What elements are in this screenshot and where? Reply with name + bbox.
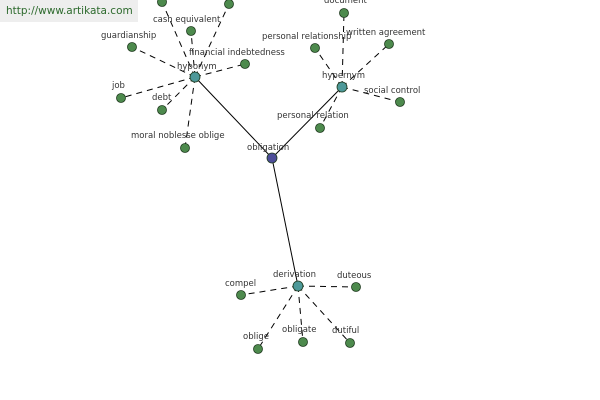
edge-obligation-derivation [271,157,299,287]
label-moral-noblesse-oblige[interactable]: moral noblesse oblige [131,131,225,141]
node-leaf-top-1[interactable] [157,0,167,7]
label-job[interactable]: job [111,81,125,91]
node-leaf-top-2[interactable] [224,0,234,9]
label-obligate[interactable]: obligate [282,325,317,335]
edge-derivation-obligate [297,285,304,343]
label-hyponym[interactable]: hyponym [177,62,217,72]
node-oblige[interactable] [253,344,263,354]
label-personal-relation[interactable]: personal relation [277,111,349,121]
label-obligation[interactable]: obligation [247,143,289,153]
label-social-control[interactable]: social control [364,86,420,96]
node-moral-noblesse-oblige[interactable] [180,143,190,153]
node-personal-relation[interactable] [315,123,325,133]
node-hypernym[interactable] [336,81,348,93]
graph-labels: cash equivalent guardianship financial ind… [101,0,426,342]
edge-hypernym-personal-relation [319,86,343,129]
label-document[interactable]: document [324,0,368,6]
edge-hyponym-financial-indebtedness [194,63,246,78]
node-cash-equivalent[interactable] [186,26,196,36]
edge-hyponym-leaf-top-2 [194,3,230,78]
node-dutiful[interactable] [345,338,355,348]
label-personal-relationship[interactable]: personal relationship [262,32,351,42]
watermark-link[interactable]: http://www.artikata.com [6,5,133,17]
edge-obligation-hypernym [271,86,343,159]
node-compel[interactable] [236,290,246,300]
graph-edges [120,1,401,350]
edge-derivation-compel [240,285,299,296]
edge-hyponym-job [120,76,196,99]
edge-hypernym-social-control [341,86,401,103]
label-compel[interactable]: compel [225,279,256,289]
edge-hyponym-leaf-top-1 [161,1,196,78]
edge-hyponym-guardianship [131,46,196,78]
label-derivation[interactable]: derivation [273,270,316,280]
node-written-agreement[interactable] [384,39,394,49]
node-guardianship[interactable] [127,42,137,52]
node-debt[interactable] [157,105,167,115]
node-financial-indebtedness[interactable] [240,59,250,69]
node-social-control[interactable] [395,97,405,107]
edge-derivation-dutiful [297,285,351,344]
edge-hypernym-personal-relationship [314,47,343,88]
edge-hyponym-debt [161,76,196,111]
label-written-agreement[interactable]: written agreement [346,28,426,38]
label-hypernym[interactable]: hypernym [322,71,365,81]
edge-obligation-hyponym [194,76,273,159]
label-financial-indebtedness[interactable]: financial indebtedness [189,48,285,58]
node-personal-relationship[interactable] [310,43,320,53]
node-job[interactable] [116,93,126,103]
edge-hypernym-document [341,12,345,88]
label-guardianship[interactable]: guardianship [101,31,156,41]
label-cash-equivalent[interactable]: cash equivalent [153,15,221,25]
label-debt[interactable]: debt [152,93,172,103]
node-obligation[interactable] [266,152,278,164]
node-obligate[interactable] [298,337,308,347]
watermark[interactable]: http://www.artikata.com [0,0,138,22]
node-hyponym[interactable] [189,71,201,83]
label-dutiful[interactable]: dutiful [332,326,359,336]
node-derivation[interactable] [292,280,304,292]
label-oblige[interactable]: oblige [243,332,269,342]
node-duteous[interactable] [351,282,361,292]
graph-nodes [116,0,405,354]
node-document[interactable] [339,8,349,18]
label-duteous[interactable]: duteous [337,271,372,281]
edge-hyponym-cash-equivalent [190,30,196,78]
edge-derivation-oblige [257,285,299,350]
edge-hyponym-moral-noblesse-oblige [184,76,196,149]
edge-derivation-duteous [297,285,357,288]
